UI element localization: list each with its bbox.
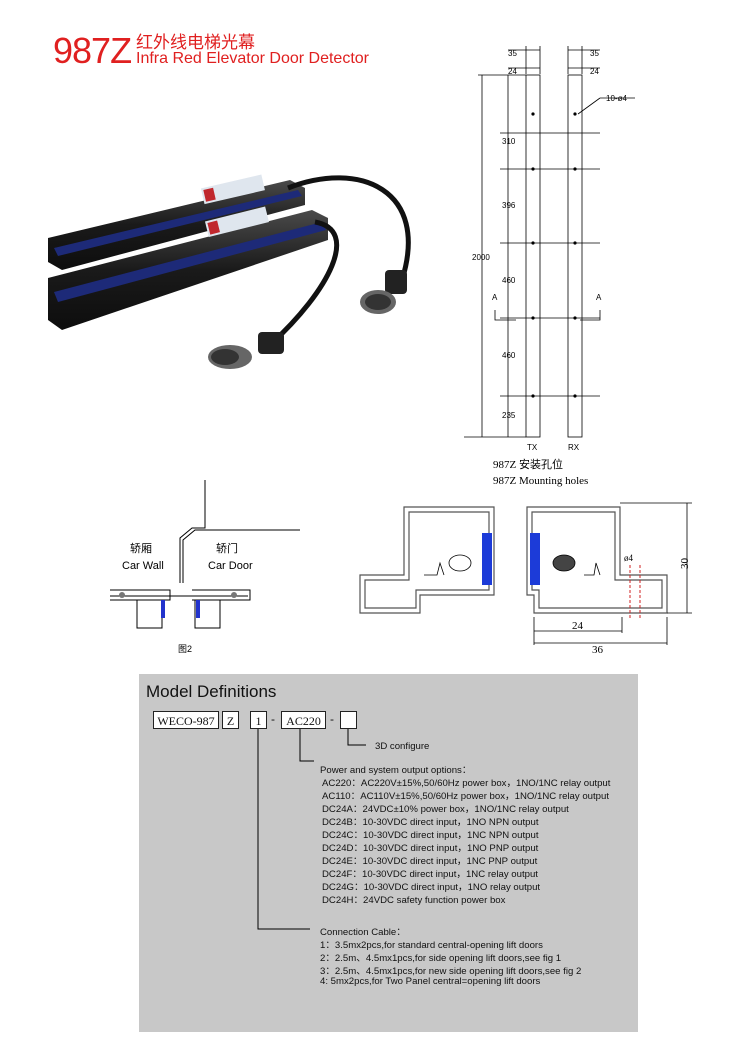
power-option: DC24B：10-30VDC direct input，1NO NPN outp… [322, 817, 539, 828]
configure-label: 3D configure [375, 741, 430, 752]
power-options-heading: Power and system output options： [320, 765, 472, 776]
model-definitions-panel [139, 674, 638, 1032]
code-separator-2: - [330, 712, 334, 726]
dim-24: 24 [572, 620, 584, 632]
cable-lower [268, 219, 340, 347]
connector-right [360, 270, 407, 314]
caption-chinese: 987Z 安装孔位 [493, 457, 563, 471]
figure-label: 图2 [178, 644, 192, 654]
power-option: AC110：AC110V±15%,50/60Hz power box，1NO/1… [322, 791, 610, 802]
dim-segment-3: 460 [502, 276, 516, 285]
code-box-type: Z [222, 711, 239, 729]
power-option: DC24D：10-30VDC direct input，1NO PNP outp… [322, 843, 539, 854]
dim-phi4: ø4 [624, 553, 634, 563]
car-door-label-cn: 轿门 [216, 541, 238, 555]
cable-options-heading: Connection Cable： [320, 927, 406, 938]
power-option: AC220：AC220V±15%,50/60Hz power box，1NO/1… [322, 778, 611, 789]
dim-top-35-right: 35 [590, 49, 599, 58]
section-marker-right: A [596, 293, 602, 302]
dim-36: 36 [592, 644, 604, 655]
dim-segment-2: 396 [502, 201, 516, 210]
definition-leader-lines [257, 729, 366, 930]
car-wall-label-cn: 轿厢 [130, 541, 152, 555]
cross-section-drawing: 30 24 36 ø4 [359, 502, 692, 655]
dim-segment-5: 235 [502, 411, 516, 420]
model-code: 987Z [53, 30, 132, 71]
power-option: DC24C：10-30VDC direct input，1NC NPN outp… [322, 830, 539, 841]
code-box-cable: 1 [250, 711, 267, 729]
mounting-dimension-drawing: 35 24 35 24 10-ø4 2000 310 396 460 460 2… [464, 46, 635, 487]
code-box-power: AC220 [281, 711, 326, 729]
tx-bar [525, 74, 541, 438]
title-english: Infra Red Elevator Door Detector [136, 50, 369, 67]
model-definitions-title: Model Definitions [146, 682, 277, 701]
dim-top-24-right: 24 [590, 67, 599, 76]
power-option: DC24E：10-30VDC direct input，1NC PNP outp… [322, 856, 538, 867]
cable-option: 3：2.5m、4.5mx1pcs,for new side opening li… [320, 966, 582, 977]
power-option: DC24H：24VDC safety function power box [322, 895, 506, 906]
cable-option: 1：3.5mx2pcs,for standard central-opening… [320, 940, 543, 951]
car-door-label-en: Car Door [208, 560, 253, 572]
code-box-3d [340, 711, 357, 729]
code-box-series: WECO-987 [153, 711, 219, 729]
dim-30: 30 [679, 558, 691, 570]
tx-label: TX [527, 443, 538, 452]
code-separator-1: - [271, 712, 275, 726]
power-option: DC24A：24VDC±10% power box，1NO/1NC relay … [322, 804, 569, 815]
dim-segment-4: 460 [502, 351, 516, 360]
cable-upper [287, 175, 411, 281]
dim-total-length: 2000 [472, 253, 490, 262]
title-chinese: 红外线电梯光幕 [136, 33, 255, 52]
car-wall-label-en: Car Wall [122, 560, 164, 572]
power-option: DC24G：10-30VDC direct input，1NO relay ou… [322, 882, 541, 893]
section-marker-left: A [492, 293, 498, 302]
power-option: DC24F：10-30VDC direct input，1NC relay ou… [322, 869, 538, 880]
holes-label: 10-ø4 [606, 94, 627, 103]
dim-top-35-left: 35 [508, 49, 517, 58]
installation-diagram: 轿厢 Car Wall 轿门 Car Door 图2 [110, 480, 300, 654]
connector-left [208, 332, 284, 369]
cable-option: 4: 5mx2pcs,for Two Panel central=opening… [320, 976, 541, 987]
caption-english: 987Z Mounting holes [493, 475, 588, 487]
product-photo [48, 174, 411, 369]
dim-segment-1: 310 [502, 137, 516, 146]
sensor-bar-upper [48, 174, 305, 270]
sensor-bar-lower [48, 206, 328, 330]
rx-bar [567, 74, 583, 438]
cable-option: 2：2.5m、4.5mx1pcs,for side opening lift d… [320, 953, 562, 964]
rx-label: RX [568, 443, 580, 452]
dim-top-24-left: 24 [508, 67, 517, 76]
